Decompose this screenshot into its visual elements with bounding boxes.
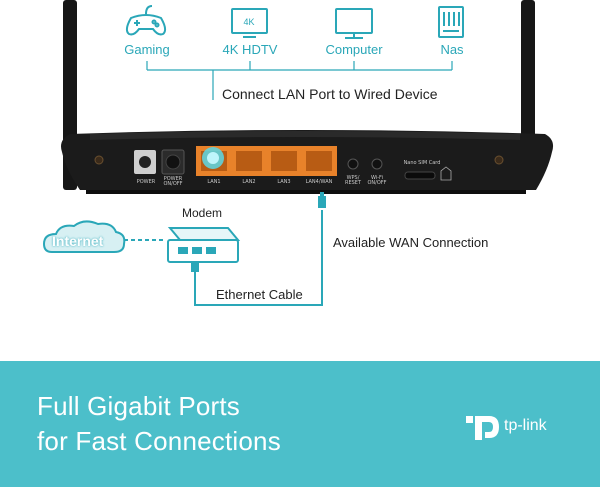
router [61,0,554,194]
tv-badge: 4K [243,17,254,27]
nas-icon [438,6,464,38]
wps-button [347,158,359,170]
wifi-label: Wi-Fi ON/OFF [367,175,387,186]
network-diagram [42,192,326,306]
modem-icon [167,227,241,263]
wps-label: WPS/ RESET [344,175,362,186]
device-label-nas: Nas [440,42,464,57]
lan1-label: LAN1 [207,179,221,185]
tv-icon [231,8,268,38]
headline-line-2: for Fast Connections [37,426,281,456]
headline-line-1: Full Gigabit Ports [37,391,241,421]
gamepad-icon [125,5,167,36]
monitor-icon [335,8,373,39]
ethernet-cable [194,210,323,306]
sim-label: Nano SIM Card [403,160,441,166]
internet-label: Internet [52,233,104,249]
power-label: POWER [136,179,156,185]
device-icons: 4K [125,5,464,100]
sim-slot [404,171,436,180]
lan4-wan-label: LAN4/WAN [305,179,333,185]
device-bracket [146,61,453,100]
lan3-label: LAN3 [277,179,291,185]
wifi-button [371,158,383,170]
wan-callout: Available WAN Connection [333,235,489,250]
lan2-label: LAN2 [242,179,256,185]
device-label-computer: Computer [325,42,383,57]
modem-label: Modem [182,206,223,220]
ethernet-callout: Ethernet Cable [216,287,303,302]
feature-banner [0,361,600,487]
tp-link-logo-icon [466,416,499,440]
power-onoff-label: POWER ON/OFF [163,176,183,187]
brand-name: tp-link [504,417,547,434]
connect-lan-callout: Connect LAN Port to Wired Device [222,86,438,102]
device-label-gaming: Gaming [124,42,170,57]
internet-cloud-icon [42,220,126,253]
device-label-tv: 4K HDTV [222,42,278,57]
